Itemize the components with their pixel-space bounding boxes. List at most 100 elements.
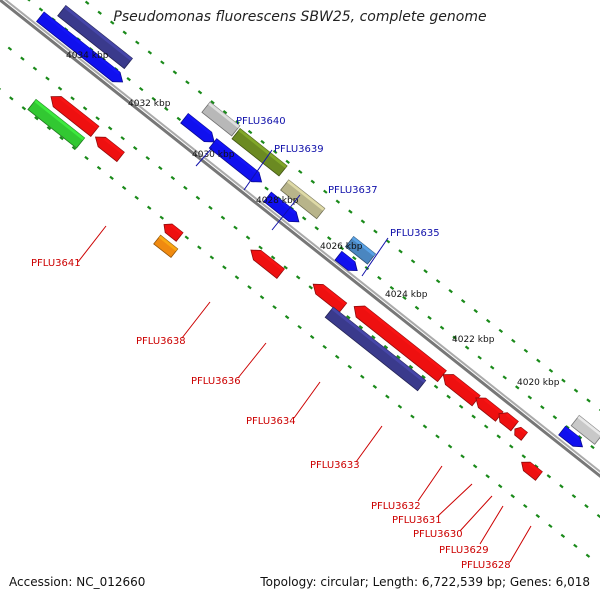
- tick-dot: [509, 444, 514, 449]
- tick-dot: [301, 216, 307, 221]
- tick-dot: [439, 325, 445, 330]
- tick-dot: [121, 185, 127, 190]
- tick-dot: [521, 454, 527, 459]
- tick-dot: [197, 245, 202, 250]
- tick-dot: [433, 384, 439, 389]
- tick-dot: [97, 10, 102, 15]
- tick-dot: [146, 205, 152, 210]
- tick-label: 4028 kbp: [256, 196, 299, 206]
- leader-line: [479, 505, 504, 545]
- gene-feature-bevel: [259, 250, 285, 272]
- gene-label-pflu3639: PFLU3639: [274, 144, 324, 155]
- gene-feature-bevel: [170, 224, 183, 235]
- tick-dot: [498, 328, 504, 334]
- tick-dot: [360, 219, 366, 224]
- tick-label: 4020 kbp: [517, 378, 560, 388]
- map-title: Pseudomonas fluorescens SBW25, complete …: [113, 9, 487, 25]
- tick-dot: [247, 285, 252, 290]
- tick-dot: [360, 374, 365, 379]
- gene-feature: [250, 249, 285, 279]
- tick-dot: [184, 235, 190, 240]
- gene-feature-bevel: [238, 128, 288, 169]
- gene-feature-bevel: [505, 412, 519, 424]
- gene-label-pflu3630: PFLU3630: [413, 529, 463, 540]
- tick-dot: [32, 66, 38, 71]
- leader-line: [509, 525, 532, 563]
- gene-feature-bevel: [563, 426, 580, 440]
- tick-dot: [222, 110, 228, 115]
- gene-feature: [498, 412, 519, 432]
- gene-label-pflu3635: PFLU3635: [390, 228, 440, 239]
- tick-dot: [132, 146, 138, 151]
- tick-dot: [147, 50, 153, 55]
- gene-feature: [570, 414, 600, 445]
- tick-dot: [473, 308, 478, 314]
- tick-dot: [577, 435, 583, 440]
- tick-dot: [172, 70, 178, 75]
- tick-dot: [408, 364, 414, 370]
- gene-feature: [442, 374, 481, 407]
- tick-dot: [233, 225, 238, 230]
- tick-dot: [245, 235, 251, 240]
- tick-dot: [559, 484, 564, 489]
- tick-dot: [264, 186, 269, 191]
- gene-feature-bevel: [42, 12, 121, 75]
- tick-dot: [285, 159, 290, 164]
- gene-feature-bevel: [321, 284, 347, 306]
- tick-dot: [46, 126, 52, 131]
- gene-label-pflu3637: PFLU3637: [328, 185, 378, 196]
- tick-dot: [485, 474, 490, 479]
- tick-dot-guides: [0, 0, 600, 558]
- gene-feature-bevel: [186, 113, 212, 135]
- tick-dot: [372, 384, 378, 389]
- leader-line: [459, 495, 493, 532]
- tick-dot: [235, 119, 240, 125]
- tick-dot: [284, 315, 290, 320]
- tick-dot: [535, 513, 541, 519]
- tick-dot: [410, 414, 415, 419]
- gene-feature-bevel: [519, 427, 528, 435]
- gene-feature: [312, 283, 348, 314]
- label-leaders: PFLU3640PFLU3639PFLU3637PFLU3635PFLU3641…: [31, 116, 532, 571]
- tick-dot: [160, 60, 165, 65]
- tick-dot: [260, 139, 265, 145]
- gene-feature-bevel: [103, 137, 125, 155]
- tick-dot: [197, 90, 203, 95]
- tick-dot: [348, 209, 353, 214]
- tick-dot: [383, 344, 389, 350]
- tick-dot: [596, 513, 600, 519]
- leader-line: [417, 465, 443, 502]
- leader-line: [361, 237, 389, 277]
- leader-line: [243, 149, 273, 191]
- leader-line: [237, 342, 267, 379]
- tick-dot: [447, 444, 453, 449]
- tick-dot: [464, 345, 470, 350]
- tick-dot: [259, 295, 265, 300]
- tick-dot: [489, 365, 495, 370]
- tick-dot: [209, 255, 215, 260]
- tick-dot: [314, 226, 319, 231]
- tick-dot: [159, 215, 164, 220]
- tick-dot: [258, 245, 263, 250]
- tick-dot: [590, 444, 595, 450]
- tick-dot: [511, 338, 516, 343]
- backbone-line: [0, 0, 600, 478]
- tick-dot: [358, 325, 364, 330]
- tick-dot: [460, 454, 465, 459]
- tick-dot: [34, 116, 39, 121]
- gene-label-pflu3629: PFLU3629: [439, 545, 489, 556]
- tick-dot: [323, 189, 328, 194]
- tick-dot: [70, 96, 75, 101]
- tick-dot: [82, 106, 88, 111]
- gene-label-pflu3636: PFLU3636: [191, 376, 241, 387]
- tick-dot: [195, 195, 201, 200]
- gene-feature-bevel: [34, 99, 85, 141]
- tick-dot: [522, 503, 528, 509]
- tick-dot: [584, 504, 589, 509]
- gene-feature: [263, 191, 300, 223]
- tick-dot: [234, 275, 240, 280]
- tick-label: 4032 kbp: [128, 99, 171, 109]
- tick-label: 4034 kbp: [66, 51, 109, 61]
- tick-dot: [120, 136, 125, 141]
- gene-feature-bevel: [214, 138, 259, 175]
